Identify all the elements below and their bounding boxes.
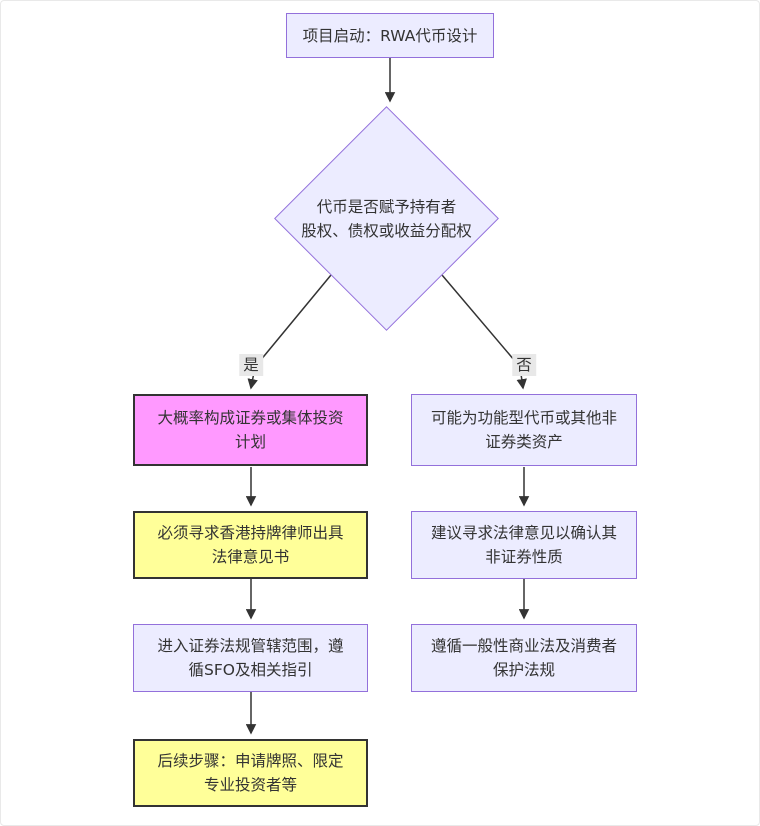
no-branch-node-general-law: 遵循一般性商业法及消费者 保护法规 bbox=[411, 624, 637, 692]
edge-label-yes: 是 bbox=[239, 354, 263, 376]
decision-node: 代币是否赋予持有者 股权、债权或收益分配权 bbox=[301, 198, 472, 240]
no-branch-node-utility-token: 可能为功能型代币或其他非 证券类资产 bbox=[411, 394, 637, 466]
no-branch-node-legal-advice: 建议寻求法律意见以确认其 非证券性质 bbox=[411, 511, 637, 579]
edge-decision-to-no bbox=[441, 274, 527, 390]
edge-decision-to-yes bbox=[247, 274, 332, 390]
start-node: 项目启动：RWA代币设计 bbox=[286, 13, 494, 58]
yes-branch-node-sfo-regulation: 进入证券法规管辖范围，遵 循SFO及相关指引 bbox=[133, 624, 368, 692]
yes-branch-node-legal-opinion: 必须寻求香港持牌律师出具 法律意见书 bbox=[133, 511, 368, 579]
edge-label-no: 否 bbox=[512, 354, 536, 376]
yes-branch-node-next-steps: 后续步骤：申请牌照、限定 专业投资者等 bbox=[133, 739, 368, 807]
yes-branch-node-securities: 大概率构成证券或集体投资 计划 bbox=[133, 394, 368, 466]
